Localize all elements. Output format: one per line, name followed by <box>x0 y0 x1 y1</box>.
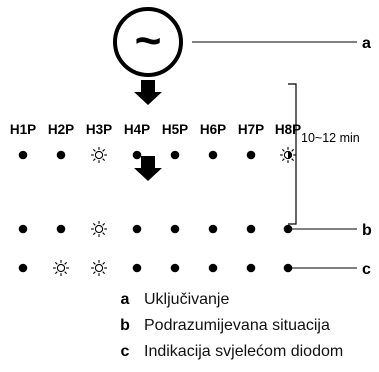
led-half-blinking-icon <box>280 147 296 163</box>
led-on-icon <box>246 224 256 234</box>
led-header-h6p: H6P <box>200 122 226 137</box>
led-rows <box>18 147 296 276</box>
timer-bracket <box>288 83 297 225</box>
legend-text-c: Indikacija svjelećom diodom <box>144 343 343 360</box>
timer-label: 10~12 min <box>301 131 360 145</box>
led-header-row: H1P H2P H3P H4P H5P H6P H7P H8P <box>10 122 301 137</box>
down-arrow-icon <box>134 156 162 181</box>
led-on-icon <box>132 263 142 273</box>
led-blinking-icon <box>53 260 69 276</box>
legend-text-a: Uključivanje <box>144 291 229 308</box>
led-on-icon <box>18 150 28 160</box>
legend-letter-c: c <box>121 343 130 360</box>
led-on-icon <box>208 150 218 160</box>
led-on-icon <box>208 263 218 273</box>
led-header-h2p: H2P <box>48 122 74 137</box>
callout-label-a: a <box>362 35 371 52</box>
led-on-icon <box>56 224 66 234</box>
led-blinking-icon <box>91 147 107 163</box>
led-blinking-icon <box>91 221 107 237</box>
led-on-icon <box>246 150 256 160</box>
power-on-symbol: ~ <box>113 7 183 77</box>
led-on-icon <box>246 263 256 273</box>
led-header-h3p: H3P <box>86 122 112 137</box>
led-on-icon <box>208 224 218 234</box>
led-on-icon <box>170 150 180 160</box>
led-on-icon <box>132 224 142 234</box>
callout-label-b: b <box>362 222 372 239</box>
led-on-icon <box>170 224 180 234</box>
callout-label-c: c <box>362 261 371 278</box>
led-header-h7p: H7P <box>238 122 264 137</box>
legend-letter-a: a <box>121 291 130 308</box>
led-on-icon <box>18 263 28 273</box>
led-blinking-icon <box>91 260 107 276</box>
down-arrow-icon <box>134 80 162 105</box>
led-on-icon <box>18 224 28 234</box>
legend-text-b: Podrazumijevana situacija <box>144 317 330 334</box>
ac-wave-icon: ~ <box>135 14 162 66</box>
led-on-icon <box>56 150 66 160</box>
legend: a Uključivanje b Podrazumijevana situacija c… <box>120 291 343 360</box>
led-header-h1p: H1P <box>10 122 36 137</box>
led-on-icon <box>170 263 180 273</box>
legend-letter-b: b <box>120 317 130 334</box>
led-header-h5p: H5P <box>162 122 188 137</box>
led-header-h8p: H8P <box>275 122 301 137</box>
led-header-h4p: H4P <box>124 122 150 137</box>
led-on-icon <box>132 150 142 160</box>
